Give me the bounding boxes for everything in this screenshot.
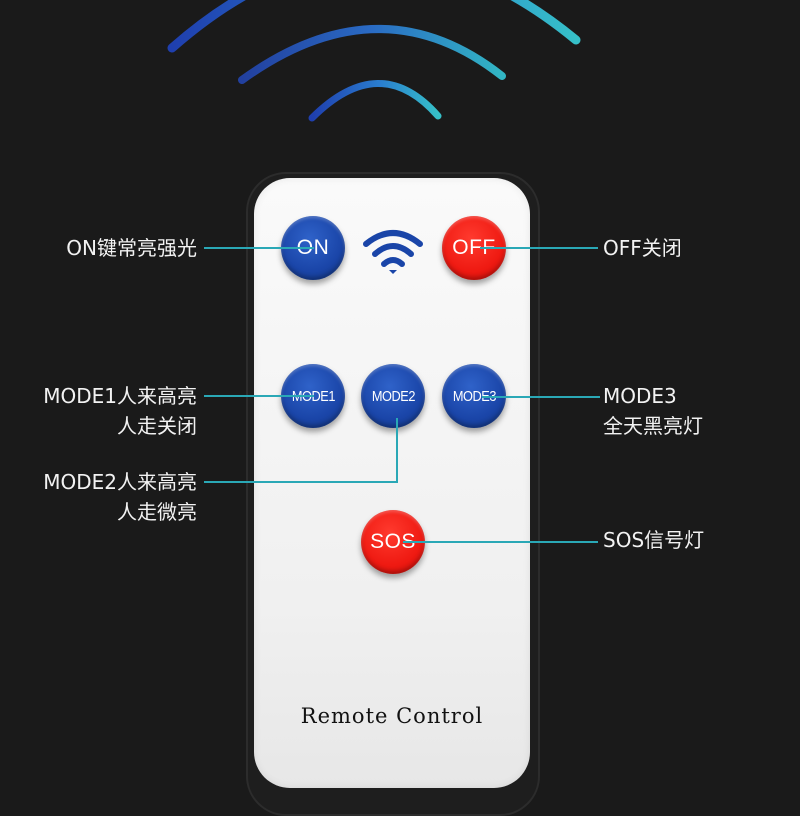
mode2-button[interactable]: MODE2 [361, 364, 425, 428]
mode3-callout: MODE3 全天黑亮灯 [603, 381, 703, 441]
remote-control-face [254, 178, 530, 788]
on-leader-line [204, 247, 314, 249]
mode1-leader-line [204, 395, 314, 397]
on-callout-line: ON键常亮强光 [66, 236, 197, 260]
mode1-callout: MODE1人来高亮 人走关闭 [43, 381, 197, 441]
off-callout: OFF关闭 [603, 233, 682, 263]
mode2-leader-vertical [396, 418, 398, 483]
wifi-icon [363, 230, 423, 274]
signal-arc-outer [167, 0, 581, 53]
mode3-leader-line [482, 396, 600, 398]
mode3-callout-line: 全天黑亮灯 [603, 414, 703, 438]
remote-brand-label: Remote Control [300, 704, 484, 728]
mode3-button-label: MODE3 [452, 387, 496, 405]
signal-arc-middle [238, 25, 506, 84]
mode3-callout-line: MODE3 [603, 384, 677, 408]
mode2-leader-line [204, 481, 398, 483]
sos-callout-line: SOS信号灯 [603, 528, 705, 552]
signal-waves-graphic [167, 0, 581, 122]
on-callout: ON键常亮强光 [66, 233, 197, 263]
sos-callout: SOS信号灯 [603, 525, 704, 555]
signal-arc-inner [308, 80, 442, 122]
sos-leader-line [403, 541, 598, 543]
off-leader-line [480, 247, 598, 249]
mode2-callout-line: MODE2人来高亮 [43, 470, 197, 494]
off-callout-line: OFF关闭 [603, 236, 682, 260]
mode2-button-label: MODE2 [371, 387, 415, 405]
mode1-callout-line: MODE1人来高亮 [43, 384, 197, 408]
mode1-callout-line: 人走关闭 [117, 414, 197, 438]
off-button-label: OFF [452, 236, 496, 259]
mode2-callout: MODE2人来高亮 人走微亮 [43, 467, 197, 527]
mode2-callout-line: 人走微亮 [117, 500, 197, 524]
sos-button-label: SOS [370, 530, 416, 553]
